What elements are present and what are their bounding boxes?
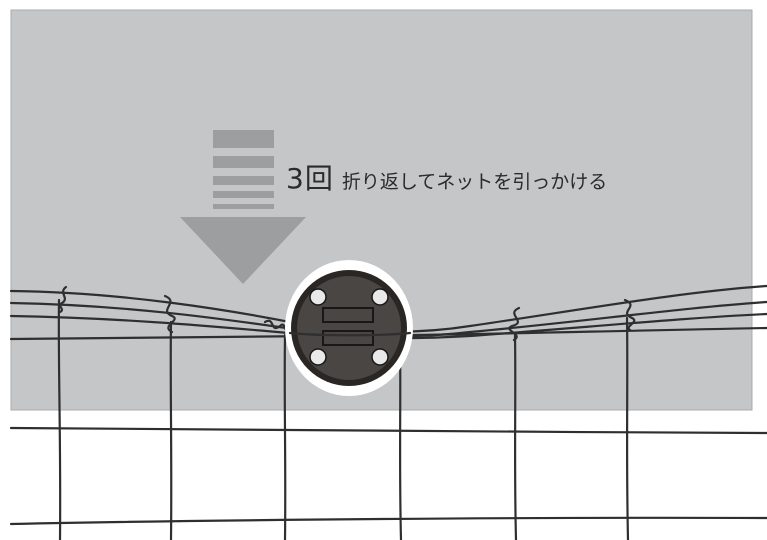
fold-count: 3回: [286, 162, 334, 195]
wire-over-fastener: [288, 331, 412, 337]
instruction-text: 折り返してネットを引っかける: [341, 171, 608, 193]
net-grid-horizontal: [9, 426, 767, 526]
instruction-caption: 3回 折り返してネットを引っかける: [286, 157, 607, 197]
wire-hooks: [58, 285, 636, 342]
down-arrow-icon: [180, 130, 306, 284]
round-clamp-icon: [285, 260, 413, 396]
